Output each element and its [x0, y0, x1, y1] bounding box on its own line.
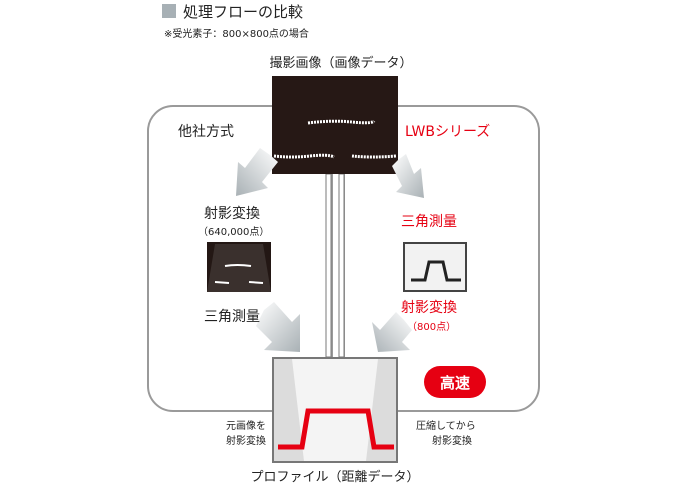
output-profile-graphic	[274, 359, 396, 461]
arrow-to-right-triangulation	[392, 154, 424, 198]
diagram-title: 処理フローの比較	[183, 3, 304, 21]
output-profile	[272, 357, 398, 463]
lwb-title: LWBシリーズ	[405, 124, 491, 140]
transformed-image-thumbnail	[207, 242, 271, 292]
diagram-subtitle: ※受光素子：800×800点の場合	[164, 29, 309, 40]
lwb-step2-note: （800点）	[407, 322, 457, 333]
profile-thumbnail-graphic	[411, 260, 461, 282]
title-square-icon	[162, 4, 176, 18]
laser-line-graphic	[273, 119, 397, 159]
competitor-step1-note: （640,000点）	[198, 227, 270, 238]
output-label: プロファイル（距離データ）	[250, 470, 420, 485]
lwb-step2: 射影変換	[401, 300, 457, 316]
competitor-step2: 三角測量	[204, 309, 260, 325]
transformed-image-graphic	[207, 244, 271, 292]
profile-thumbnail	[403, 242, 467, 292]
arrow-into-profile-right	[372, 312, 412, 352]
left-note-line1: 元画像を	[226, 421, 266, 432]
captured-image	[272, 76, 398, 174]
lwb-step1: 三角測量	[401, 214, 457, 230]
speed-badge: 高速	[424, 366, 486, 398]
right-note-line1: 圧縮してから	[416, 421, 476, 432]
competitor-title: 他社方式	[178, 124, 234, 140]
competitor-step1: 射影変換	[204, 206, 260, 222]
capture-label: 撮影画像（画像データ）	[269, 56, 413, 71]
arrow-to-left-transform	[236, 148, 278, 196]
competitor-panel	[147, 105, 333, 412]
arrow-into-profile-left	[256, 302, 300, 352]
right-note-line2: 射影変換	[432, 436, 472, 447]
left-note-line2: 射影変換	[226, 436, 266, 447]
